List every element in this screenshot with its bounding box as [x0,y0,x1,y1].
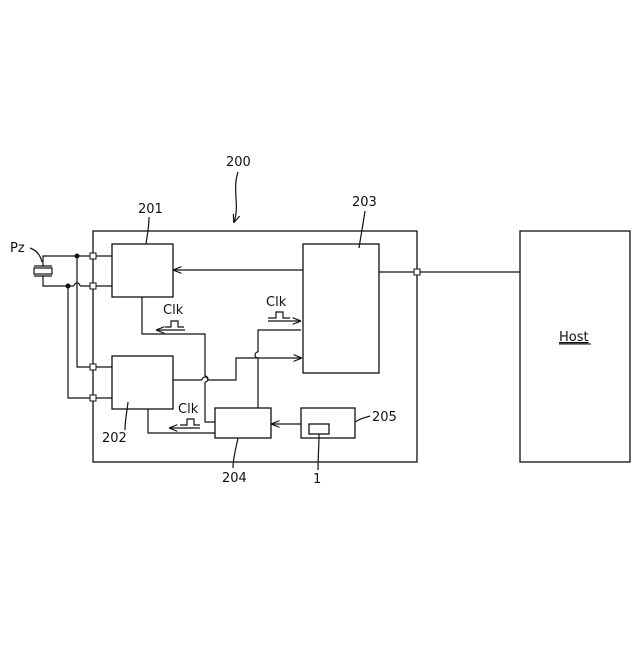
label-202: 202 [102,431,127,446]
piezo-lead-bottom [43,276,68,286]
label-200: 200 [226,155,251,170]
element-1 [309,424,329,434]
label-pz: Pz [10,241,25,256]
label-201: 201 [138,202,163,217]
label-204: 204 [222,471,247,486]
terminal-202-a [90,364,96,370]
block-202 [112,356,173,409]
terminal-202-b [90,395,96,401]
terminal-201-a [90,253,96,259]
terminal-201-b [90,283,96,289]
clk-label-upper-left: Clk [163,303,184,318]
label-element-1: 1 [313,472,321,487]
piezo-lead-top [43,256,77,266]
host-label: Host [559,330,589,345]
block-203 [303,244,379,373]
terminal-host [414,269,420,275]
leader-200 [234,172,238,222]
clk-label-lower: Clk [178,402,199,417]
leader-pz [30,248,42,262]
label-203: 203 [352,195,377,210]
clk-label-upper-right: Clk [266,295,287,310]
block-204 [215,408,271,438]
label-205: 205 [372,410,397,425]
piezo-element [34,268,52,274]
host-block [520,231,630,462]
block-201 [112,244,173,297]
